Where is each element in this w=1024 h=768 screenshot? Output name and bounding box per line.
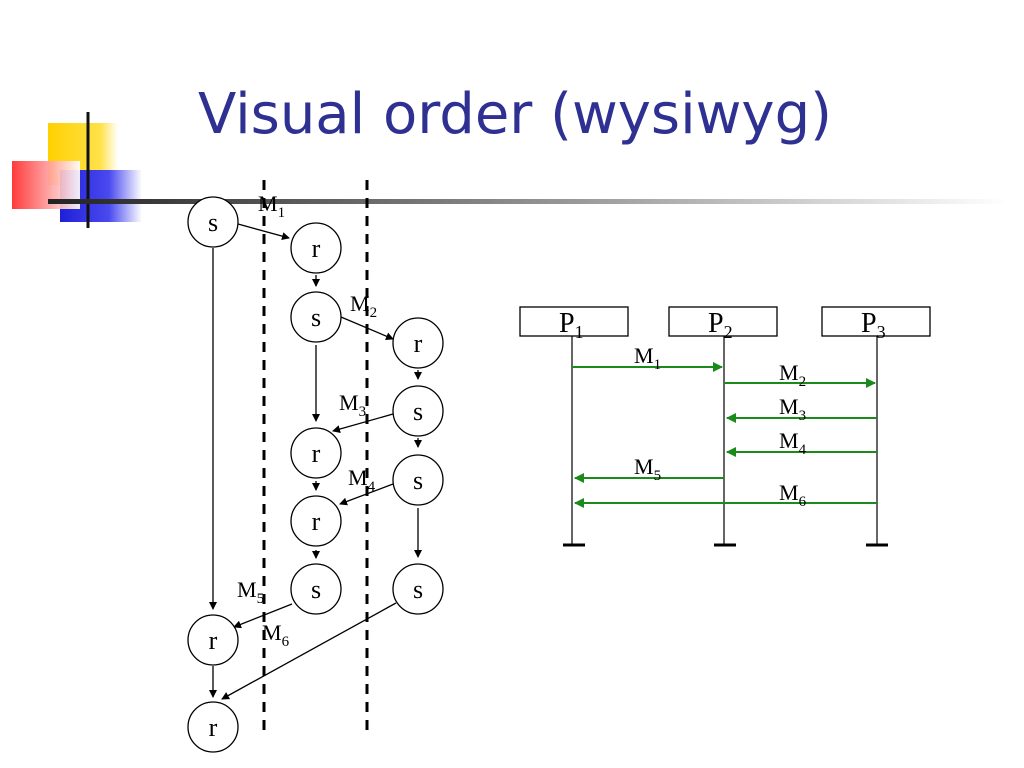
node-label: s xyxy=(311,303,321,332)
message-arrow-m6 xyxy=(221,602,397,700)
left-space-time-diagram: s r s r s r s r xyxy=(187,180,444,753)
message-label-m5: M5 xyxy=(634,454,661,484)
message-arrow-m1 xyxy=(237,223,290,241)
message-label-m3: M3 xyxy=(339,390,366,420)
process-box-p2 xyxy=(668,306,778,337)
node-label: s xyxy=(208,208,218,237)
decorative-logo xyxy=(12,112,142,228)
process-box-p1 xyxy=(519,306,629,337)
event-node-receive: r xyxy=(290,222,342,274)
message-label-m2: M2 xyxy=(779,360,806,390)
message-label-m4: M4 xyxy=(779,428,807,458)
message-label-m4: M4 xyxy=(348,465,376,495)
node-label: r xyxy=(209,626,218,655)
event-node-receive: r xyxy=(392,317,444,369)
message-label-m6: M6 xyxy=(779,480,807,510)
message-arrow-m4 xyxy=(339,483,394,506)
message-label-m3: M3 xyxy=(779,394,806,424)
message-arrow-m3 xyxy=(332,413,394,433)
event-node-receive: r xyxy=(290,427,342,479)
message-arrow-m5 xyxy=(233,603,293,629)
message-label-m2: M2 xyxy=(350,291,377,321)
event-node-send: s xyxy=(290,563,342,615)
event-node-send: s xyxy=(187,196,239,248)
node-label: r xyxy=(312,234,321,263)
message-label-m1: M1 xyxy=(634,343,661,373)
event-node-send: s xyxy=(392,563,444,615)
title-underline-rule xyxy=(48,199,1008,204)
slide-title: Visual order (wysiwyg) xyxy=(198,82,832,147)
node-label: s xyxy=(413,397,423,426)
node-label: s xyxy=(413,575,423,604)
message-arrow-m2 xyxy=(340,316,394,340)
right-sequence-diagram: P1 P2 P3 M1 M2 M3 M4 M5 M6 xyxy=(519,306,931,547)
event-node-send: s xyxy=(392,454,444,506)
process-box-p3 xyxy=(821,306,931,337)
message-label-m5: M5 xyxy=(237,577,264,607)
node-label: r xyxy=(414,329,423,358)
process-label-p2: P2 xyxy=(708,308,733,342)
process-label-p3: P3 xyxy=(861,308,886,342)
process-label-p1: P1 xyxy=(559,308,584,342)
event-node-receive: r xyxy=(187,614,239,666)
node-label: s xyxy=(413,466,423,495)
node-label: r xyxy=(312,507,321,536)
node-label: r xyxy=(209,713,218,742)
message-label-m6: M6 xyxy=(262,620,290,650)
message-label-m1: M1 xyxy=(258,191,285,221)
event-node-send: s xyxy=(290,291,342,343)
event-node-send: s xyxy=(392,385,444,437)
event-node-receive: r xyxy=(290,495,342,547)
node-label: s xyxy=(311,575,321,604)
node-label: r xyxy=(312,439,321,468)
event-node-receive: r xyxy=(187,701,239,753)
